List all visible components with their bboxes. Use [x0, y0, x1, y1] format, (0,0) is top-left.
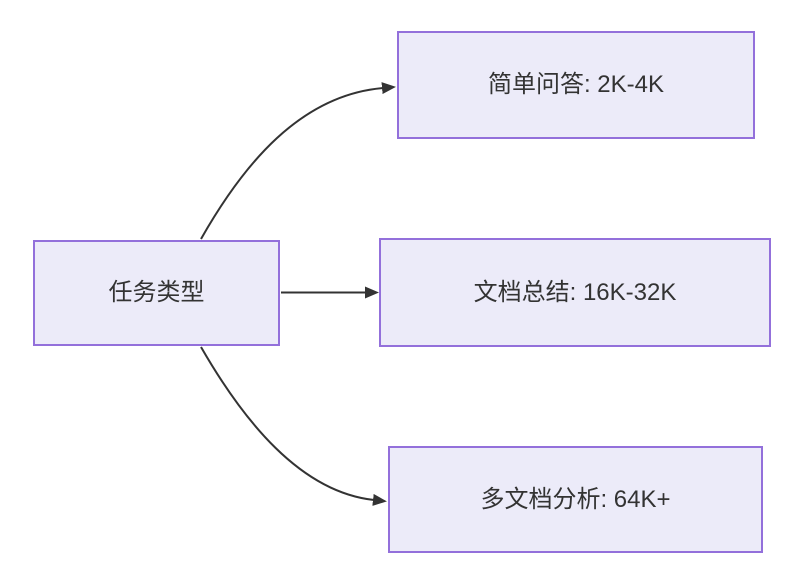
node-simple-qa-label: 简单问答: 2K-4K: [487, 71, 665, 99]
node-task-type-label: 任务类型: [108, 279, 205, 307]
node-multi-doc-analysis: 多文档分析: 64K+: [388, 446, 763, 553]
edge-task-type-to-simple-qa: [200, 82, 396, 240]
edge-task-type-to-multi-doc-analysis: [200, 346, 387, 506]
node-task-type: 任务类型: [33, 240, 280, 346]
node-doc-summary: 文档总结: 16K-32K: [379, 238, 771, 347]
node-simple-qa: 简单问答: 2K-4K: [397, 31, 755, 139]
node-multi-doc-analysis-label: 多文档分析: 64K+: [480, 485, 671, 513]
node-doc-summary-label: 文档总结: 16K-32K: [473, 278, 677, 306]
